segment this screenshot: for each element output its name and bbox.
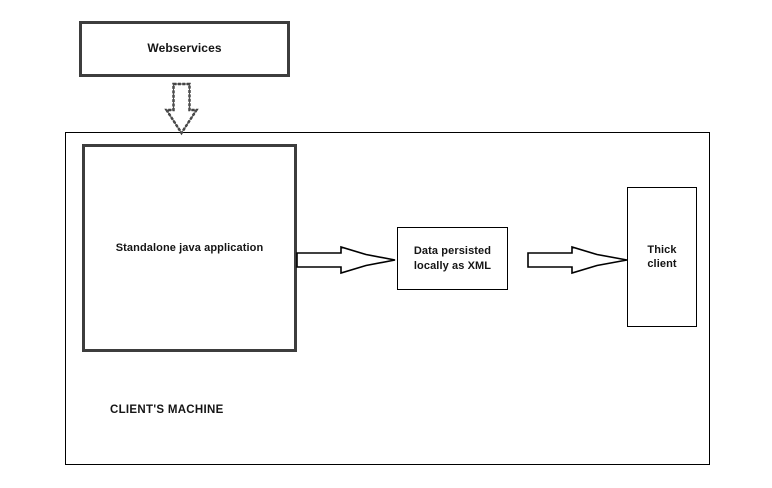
clients-machine-container — [65, 132, 710, 465]
node-standalone-java-application-label: Standalone java application — [115, 241, 264, 254]
node-data-persisted-xml: Data persisted locally as XML — [397, 227, 508, 290]
clients-machine-label: CLIENT'S MACHINE — [110, 404, 224, 416]
node-thick-client: Thick client — [627, 187, 697, 327]
node-thick-client-label: Thick client — [647, 243, 677, 270]
node-webservices-inner: Webservices — [84, 26, 285, 72]
node-standalone-java-application-inner: Standalone java application — [87, 149, 292, 347]
node-webservices-label: Webservices — [147, 41, 222, 56]
node-data-persisted-xml-label: Data persisted locally as XML — [413, 245, 492, 272]
arrow-webservices-to-standalone — [164, 82, 199, 136]
node-standalone-java-application: Standalone java application — [82, 144, 297, 352]
node-webservices: Webservices — [79, 21, 290, 77]
